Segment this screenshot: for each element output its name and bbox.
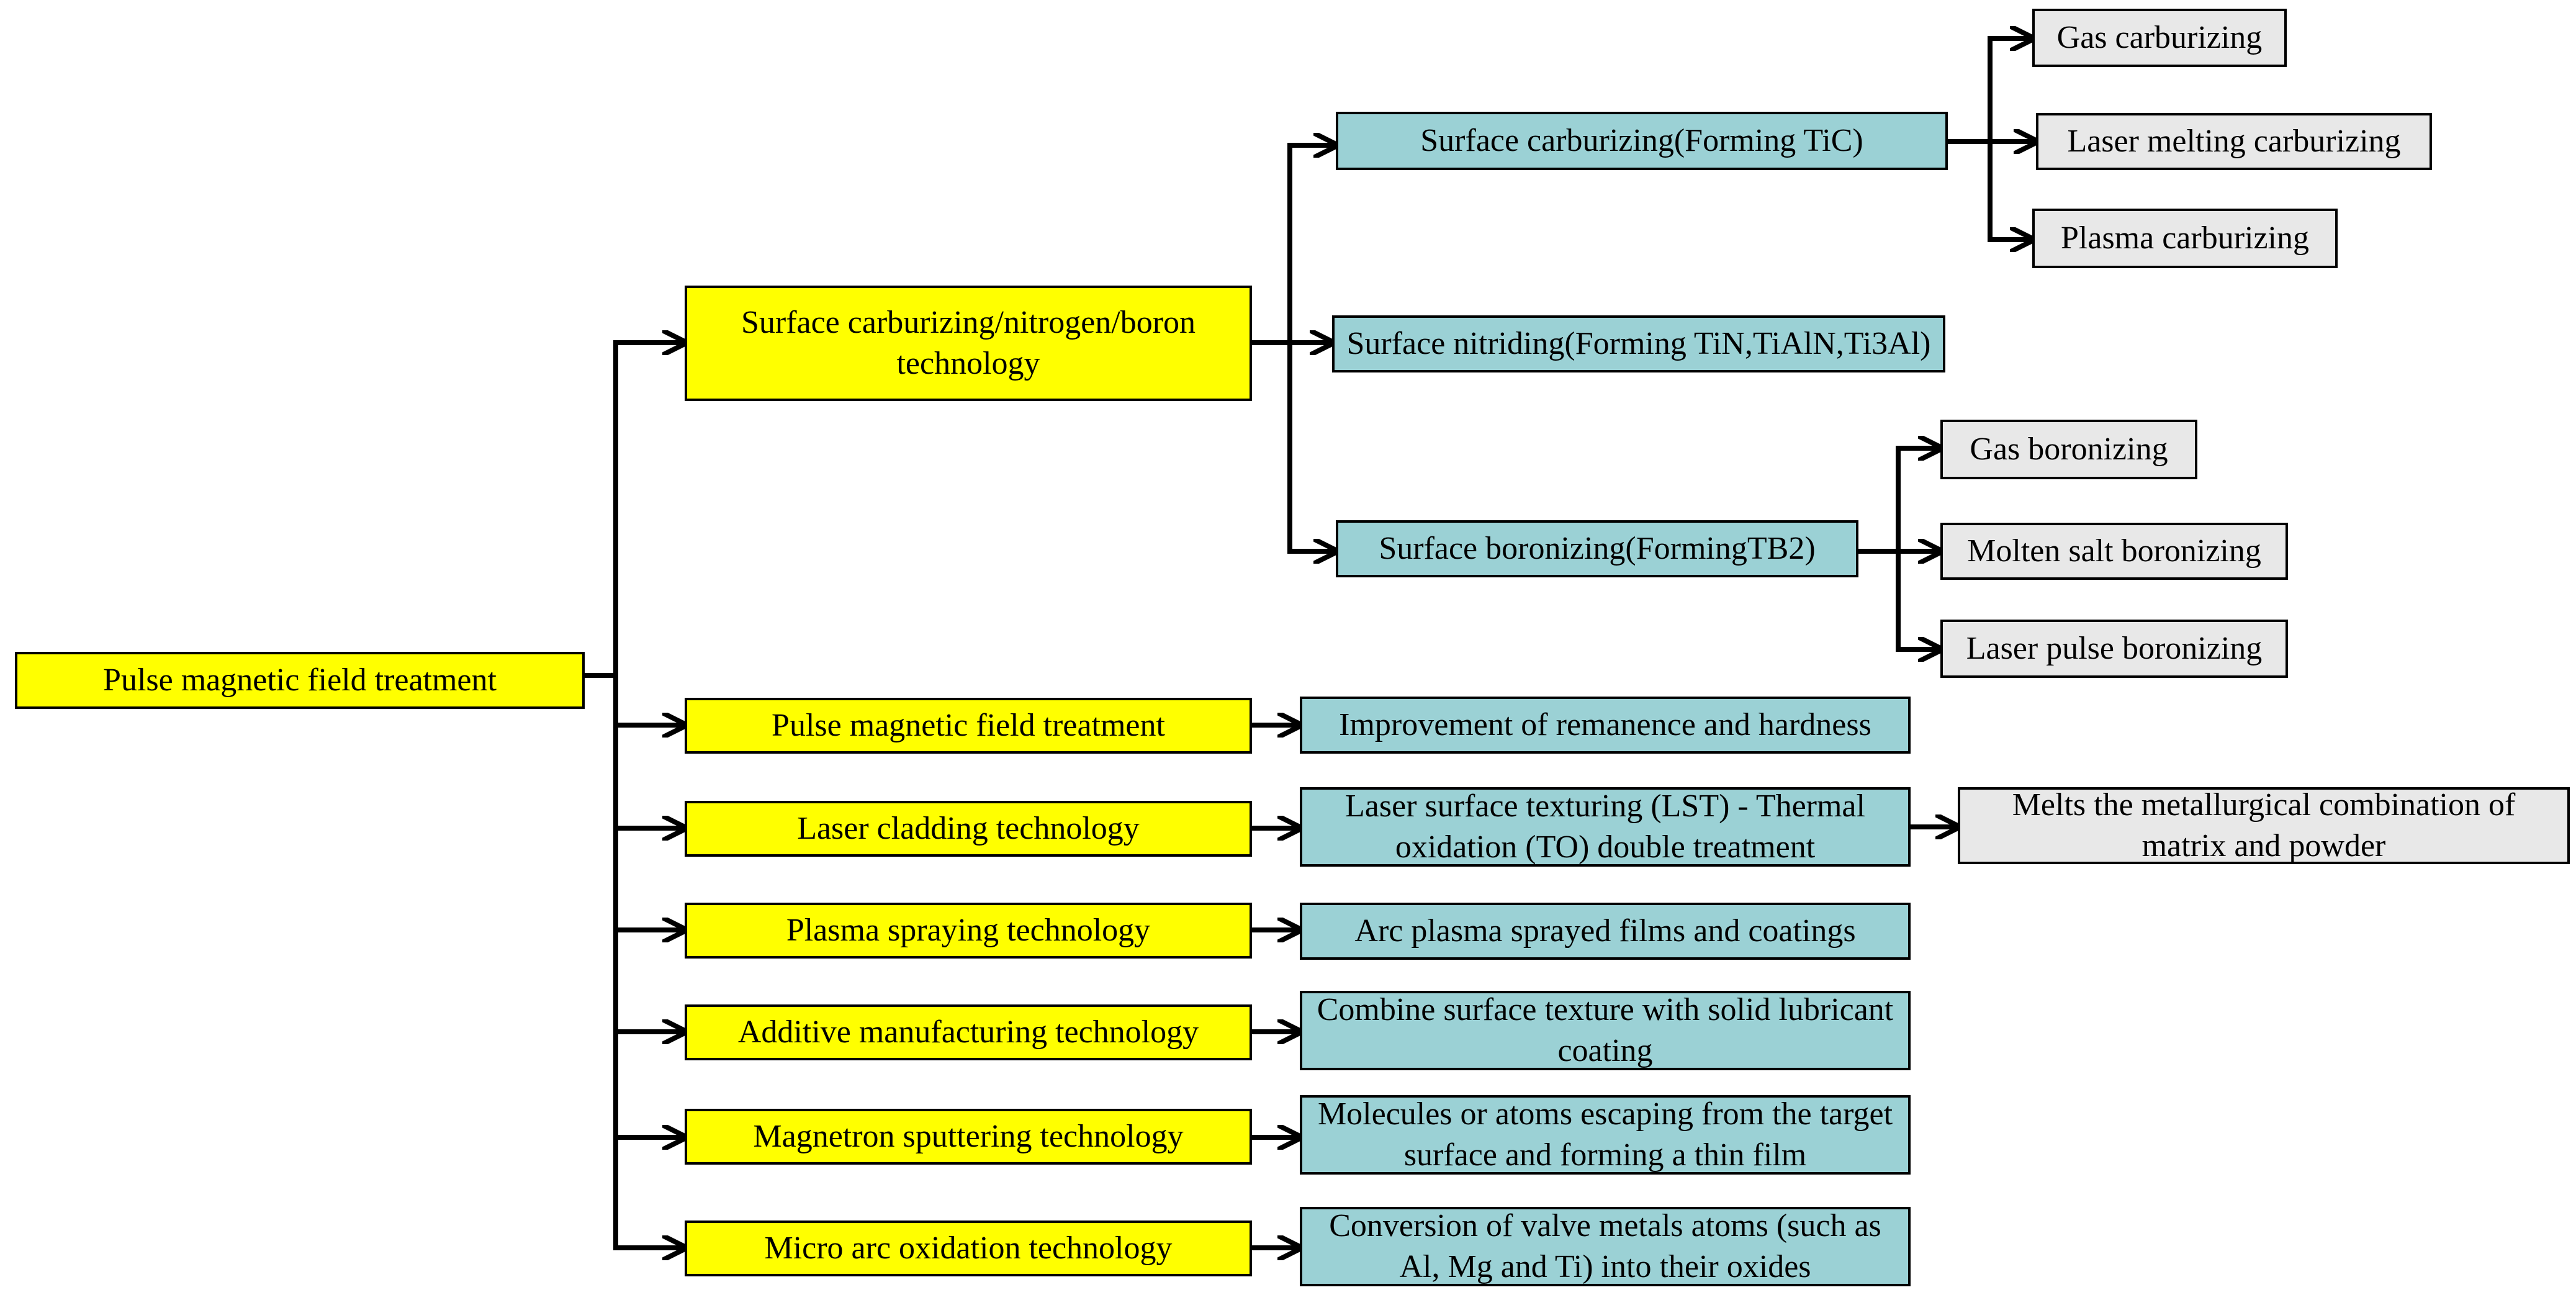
root-node-label: Pulse magnetic field treatment <box>103 662 497 698</box>
branch-label: Surface carburizing/nitrogen/boron techn… <box>741 305 1196 381</box>
sub-label: Laser surface texturing (LST) - Thermal … <box>1345 788 1865 865</box>
sub-surface-nitriding: Surface nitriding(Forming TiN,TiAlN,Ti3A… <box>1332 315 1945 372</box>
sub-label: Improvement of remanence and hardness <box>1339 707 1871 742</box>
sub-molecules-thin-film: Molecules or atoms escaping from the tar… <box>1300 1095 1911 1175</box>
leaf-gas-carburizing: Gas carburizing <box>2032 9 2287 67</box>
branch-laser-cladding: Laser cladding technology <box>685 801 1252 857</box>
sub-valve-metals-oxides: Conversion of valve metals atoms (such a… <box>1300 1207 1911 1286</box>
sub-remanence-hardness: Improvement of remanence and hardness <box>1300 697 1911 754</box>
connector-group <box>582 38 2038 1248</box>
branch-label: Laser cladding technology <box>797 811 1140 846</box>
branch-label: Additive manufacturing technology <box>737 1014 1199 1050</box>
root-node: Pulse magnetic field treatment <box>15 652 585 709</box>
branch-additive-manufacturing: Additive manufacturing technology <box>685 1004 1252 1060</box>
sub-surface-boronizing: Surface boronizing(FormingTB2) <box>1336 520 1858 577</box>
branch-label: Micro arc oxidation technology <box>764 1230 1173 1266</box>
branch-pulse-magnetic-field-treatment: Pulse magnetic field treatment <box>685 698 1252 754</box>
sub-surface-carburizing: Surface carburizing(Forming TiC) <box>1336 112 1948 170</box>
branch-label: Plasma spraying technology <box>786 913 1151 948</box>
leaf-label: Laser pulse boronizing <box>1966 631 2263 666</box>
leaf-laser-pulse-boronizing: Laser pulse boronizing <box>1940 620 2288 678</box>
branch-plasma-spraying: Plasma spraying technology <box>685 903 1252 959</box>
branch-micro-arc-oxidation: Micro arc oxidation technology <box>685 1221 1252 1276</box>
branch-surface-carburizing-nitrogen-boron: Surface carburizing/nitrogen/boron techn… <box>685 286 1252 401</box>
sub-label: Surface carburizing(Forming TiC) <box>1420 123 1863 158</box>
leaf-molten-salt-boronizing: Molten salt boronizing <box>1940 523 2288 580</box>
leaf-label: Gas carburizing <box>2056 20 2263 55</box>
leaf-plasma-carburizing: Plasma carburizing <box>2032 209 2338 268</box>
leaf-metallurgical-combination: Melts the metallurgical combination of m… <box>1958 787 2570 864</box>
leaf-label: Gas boronizing <box>1970 431 2168 467</box>
sub-surface-texture-lubricant: Combine surface texture with solid lubri… <box>1300 991 1911 1070</box>
leaf-label: Melts the metallurgical combination of m… <box>2012 787 2516 864</box>
sub-arc-plasma-films: Arc plasma sprayed films and coatings <box>1300 903 1911 960</box>
leaf-label: Molten salt boronizing <box>1967 533 2261 569</box>
leaf-label: Laser melting carburizing <box>2067 124 2401 159</box>
branch-label: Magnetron sputtering technology <box>753 1119 1184 1154</box>
leaf-gas-boronizing: Gas boronizing <box>1940 420 2197 479</box>
sub-label: Conversion of valve metals atoms (such a… <box>1329 1208 1881 1284</box>
sub-label: Surface nitriding(Forming TiN,TiAlN,Ti3A… <box>1346 326 1931 361</box>
sub-label: Arc plasma sprayed films and coatings <box>1354 913 1856 949</box>
sub-lst-to-double-treatment: Laser surface texturing (LST) - Thermal … <box>1300 787 1911 867</box>
branch-label: Pulse magnetic field treatment <box>772 708 1165 743</box>
branch-magnetron-sputtering: Magnetron sputtering technology <box>685 1109 1252 1165</box>
sub-label: Combine surface texture with solid lubri… <box>1317 992 1894 1068</box>
leaf-label: Plasma carburizing <box>2061 220 2309 256</box>
sub-label: Surface boronizing(FormingTB2) <box>1379 531 1816 566</box>
sub-label: Molecules or atoms escaping from the tar… <box>1317 1096 1893 1173</box>
leaf-laser-melting-carburizing: Laser melting carburizing <box>2036 113 2432 170</box>
